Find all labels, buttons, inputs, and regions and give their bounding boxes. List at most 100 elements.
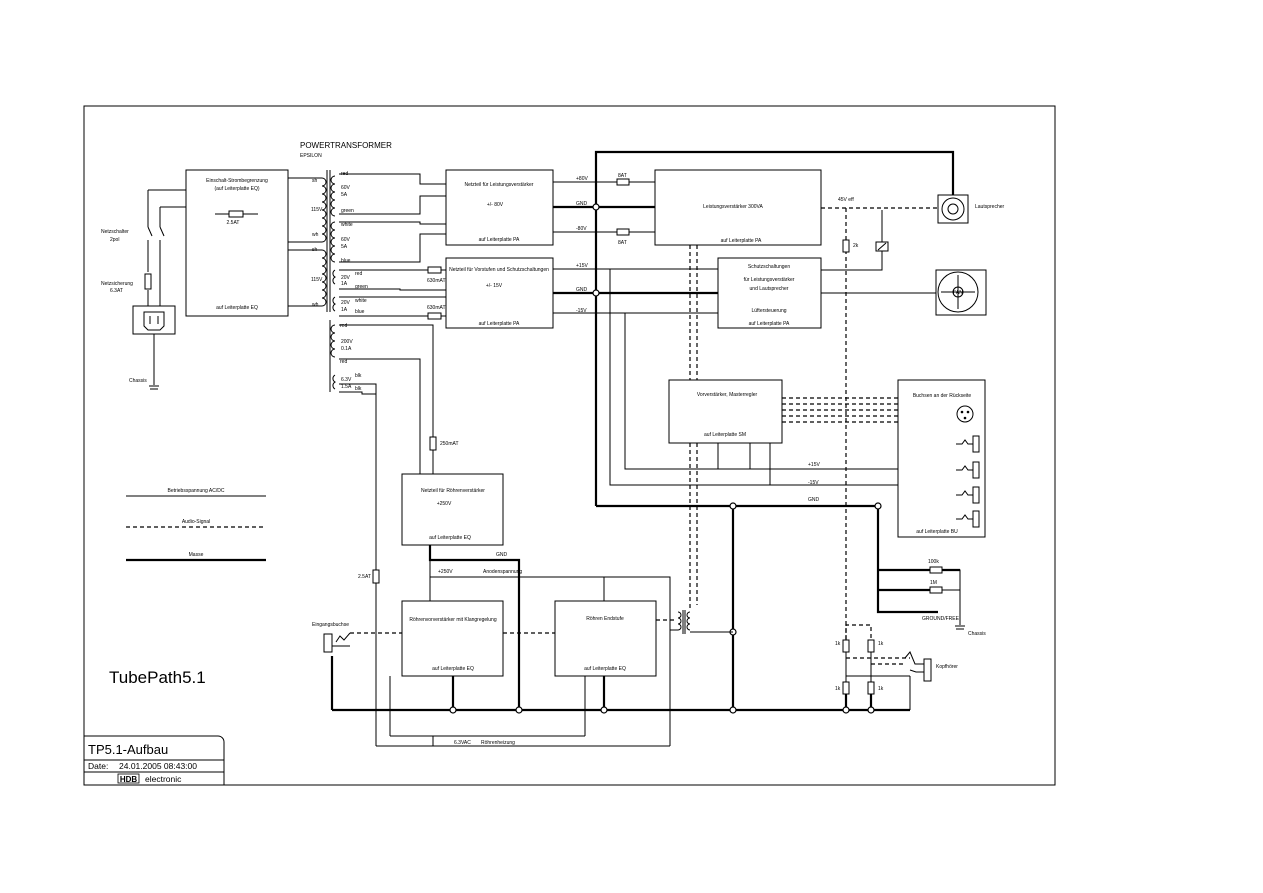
sec5-l2: 0.1A	[341, 346, 352, 352]
r100k-label: 100k	[928, 559, 939, 565]
inrush-primary-wiring	[288, 177, 322, 307]
protection-l4: Lüftersteuerung	[751, 308, 786, 314]
prim1-voltage: 115V	[311, 207, 323, 213]
fuse-8at-a-label: 8AT	[618, 173, 627, 179]
psu-pre-voltage: +/- 15V	[486, 283, 503, 289]
output-transformer	[670, 610, 733, 634]
tube-pre-block	[401, 600, 504, 677]
primary-coil-1	[321, 177, 327, 243]
psu-pre-block	[445, 257, 554, 329]
ground-free-label: GROUND/FREE	[922, 616, 960, 622]
tube-psu-input	[339, 324, 434, 474]
r2k-label: 2k	[853, 243, 859, 249]
mains-inlet	[132, 305, 176, 335]
net-gnd-b: GND	[576, 287, 588, 293]
company-suffix: electronic	[145, 774, 182, 784]
fuse-630-a	[427, 266, 442, 274]
drawing-title: TP5.1-Aufbau	[88, 742, 168, 757]
headphone-jack-icon	[904, 651, 932, 710]
tube-psu-voltage: +250V	[437, 501, 452, 507]
tube-pre-board: auf Leiterplatte EQ	[432, 666, 474, 672]
resistor-2k	[842, 239, 850, 253]
sec5-l1: 200V	[341, 339, 353, 345]
date-label: Date:	[88, 761, 108, 771]
sheet-border	[83, 105, 1056, 786]
sec3-bottom: green	[355, 284, 368, 290]
protection-l2: für Leistungsverstärker	[744, 277, 795, 283]
relay	[821, 210, 889, 271]
tube-pre-title: Röhrenvorverstärker mit Klangregelung	[409, 617, 496, 623]
net-p80: +80V	[576, 176, 588, 182]
preamp-board: auf Leiterplatte SM	[704, 432, 746, 438]
inrush-fuse-label: 2.5AT	[227, 220, 240, 226]
ground-free-network	[929, 566, 965, 630]
preamp-title: Vorverstärker, Masterregler	[697, 392, 758, 398]
audio-dashed-verticals	[689, 208, 847, 640]
psu-pa-title: Netzteil für Leistungsverstärker	[465, 182, 534, 188]
prim1-bottom: wh	[312, 232, 319, 238]
transformer-title: POWERTRANSFORMER	[300, 141, 392, 150]
sec5-top: red	[340, 323, 347, 329]
fuse-630-b-label: 630mAT	[427, 305, 446, 311]
psu-pre-board: auf Leiterplatte PA	[479, 321, 520, 327]
xlr-jack-icon	[956, 405, 974, 423]
r1k-a: 1k	[835, 641, 841, 647]
sec6-l2: 1.5A	[341, 384, 352, 390]
chassis-label: Chassis	[129, 378, 147, 384]
company-logo-text: HDB	[120, 775, 138, 784]
headphones-label: Kopfhörer	[936, 664, 958, 670]
inrush-title: Einschalt-Strombegrenzung	[206, 178, 268, 184]
sec3-top: red	[355, 271, 362, 277]
sec6-r2: blk	[355, 386, 362, 392]
bus-p15: +15V	[808, 462, 820, 468]
gnd-tube: GND	[496, 552, 508, 558]
psu-pa-input-wiring	[339, 173, 446, 263]
psu-pa-block	[445, 169, 554, 246]
speaker-out-label: 45V eff	[838, 197, 854, 203]
net-gnd-a: GND	[576, 201, 588, 207]
bus-gnd: GND	[808, 497, 820, 503]
tube-out-title: Röhren Endstufe	[586, 616, 624, 622]
preamp-jack-signals	[782, 397, 898, 423]
headphone-dashed	[845, 624, 910, 665]
anode-v: +250V	[438, 569, 453, 575]
tube-psu-title: Netzteil für Röhrenverstärker	[421, 488, 485, 494]
tube-psu-board: auf Leiterplatte EQ	[429, 535, 471, 541]
rear-jack-1-icon	[956, 435, 980, 453]
anode-wiring	[429, 545, 671, 610]
fuse-8at-a	[616, 178, 630, 186]
rear-jacks-title: Buchsen an der Rückseite	[913, 393, 972, 399]
sec5-bottom: red	[340, 359, 347, 365]
fuse-25-label: 2.5AT	[358, 574, 371, 580]
title-block: TP5.1-Aufbau Date: 24.01.2005 08:43:00 H…	[83, 735, 225, 786]
power-amp-block	[654, 169, 822, 246]
speaker-label: Lautsprecher	[975, 204, 1005, 210]
fuse-8at-b-label: 8AT	[618, 240, 627, 246]
prim1-top: sh	[312, 178, 318, 184]
input-label: Eingangsbuchse	[312, 622, 349, 628]
tube-out-block	[554, 600, 657, 677]
sec2-l2: 5A	[341, 244, 348, 250]
mains-fuse	[144, 273, 152, 290]
heater-label: Röhrenheizung	[481, 740, 515, 746]
heater-v: 6.3VAC	[454, 740, 471, 746]
psu-pre-title: Netzteil für Vorstufen und Schutzschaltu…	[449, 267, 549, 273]
r1k-c: 1k	[835, 686, 841, 692]
fan: FAN	[935, 269, 987, 316]
protection-l1: Schutzschaltungen	[748, 264, 790, 270]
sec4-l1: 20V	[341, 300, 351, 306]
r1k-b: 1k	[878, 641, 884, 647]
r1k-d: 1k	[878, 686, 884, 692]
net-p15: +15V	[576, 263, 588, 269]
sec4-bottom: blue	[355, 309, 365, 315]
psu-pa-board: auf Leiterplatte PA	[479, 237, 520, 243]
fuse-25	[372, 569, 380, 584]
bus-m15: -15V	[808, 480, 819, 486]
headphone-resistors	[842, 639, 910, 695]
anode-label: Anodenspannung	[483, 569, 522, 575]
net-m15: -15V	[576, 308, 587, 314]
legend: Betriebsspannung AC/DC Audio-Signal Mass…	[126, 488, 266, 562]
preamp-block	[668, 379, 783, 444]
mains-switch-sub: 2pol	[110, 237, 119, 243]
